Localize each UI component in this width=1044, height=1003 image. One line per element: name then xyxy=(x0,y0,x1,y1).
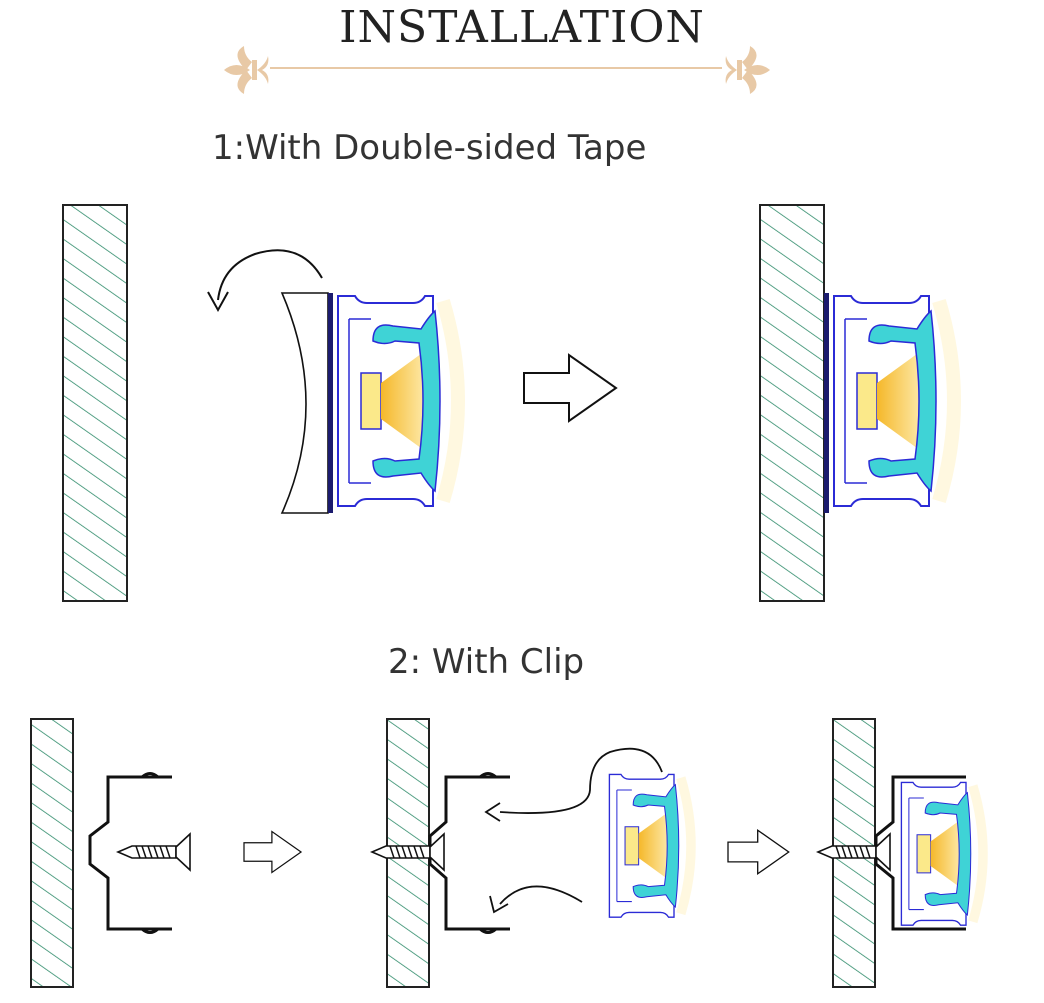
section-label-tape: 1:With Double-sided Tape xyxy=(212,128,647,168)
double-sided-tape xyxy=(824,293,829,513)
section-label-clip: 2: With Clip xyxy=(388,642,585,682)
mounting-clip xyxy=(88,772,172,934)
tape-liner xyxy=(280,292,329,514)
wall xyxy=(30,718,74,988)
fleur-de-lis-icon xyxy=(224,46,269,94)
fleur-de-lis-icon xyxy=(725,46,770,94)
wall xyxy=(759,204,825,602)
title-ornament xyxy=(224,46,770,94)
led-profile xyxy=(834,296,954,506)
curved-arrow-icon xyxy=(484,747,663,822)
hollow-arrow-icon xyxy=(523,354,617,422)
hollow-arrow-icon xyxy=(243,830,302,874)
led-profile xyxy=(338,296,458,506)
hollow-arrow-icon xyxy=(727,829,790,875)
curved-arrow-icon xyxy=(207,249,323,313)
wall xyxy=(62,204,128,602)
led-profile xyxy=(609,774,691,917)
curved-arrow-icon xyxy=(489,885,583,914)
screw-icon xyxy=(117,833,191,871)
led-profile xyxy=(901,782,983,925)
double-sided-tape xyxy=(328,293,333,513)
page-title: INSTALLATION xyxy=(339,2,705,53)
